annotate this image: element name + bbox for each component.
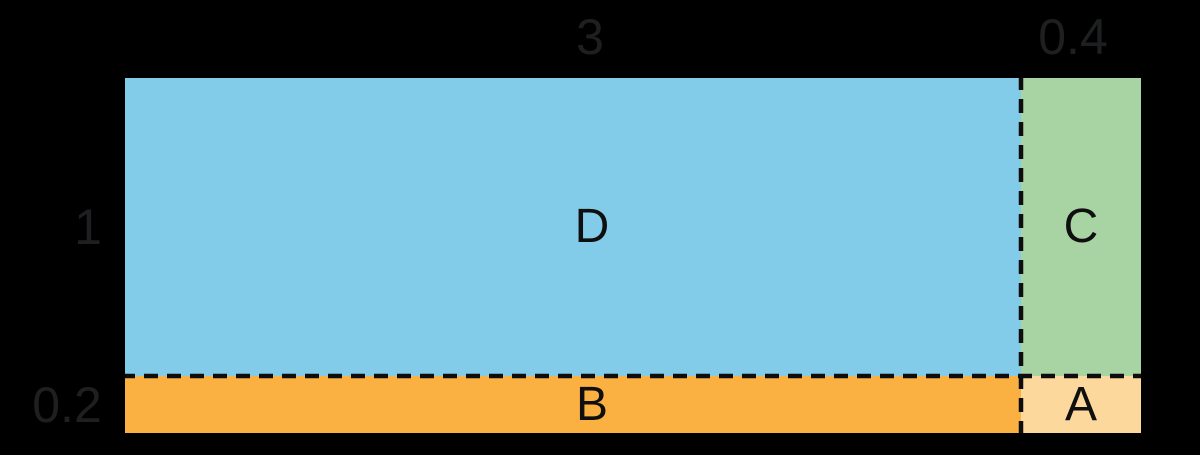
top-width-label-0-4: 0.4	[1038, 9, 1108, 65]
region-b: B	[125, 376, 1021, 433]
region-c-label: C	[1063, 200, 1099, 253]
region-b-label: B	[575, 377, 608, 431]
region-c: C	[1021, 78, 1141, 376]
left-height-label-1: 1	[74, 199, 102, 255]
region-a-label: A	[1064, 377, 1097, 431]
partitioned-rectangle: D C B A	[125, 78, 1141, 433]
region-d-label: D	[574, 200, 610, 253]
region-a: A	[1021, 376, 1141, 433]
left-height-label-0-2: 0.2	[32, 377, 102, 433]
region-d: D	[125, 78, 1021, 376]
top-width-label-3: 3	[576, 9, 604, 65]
